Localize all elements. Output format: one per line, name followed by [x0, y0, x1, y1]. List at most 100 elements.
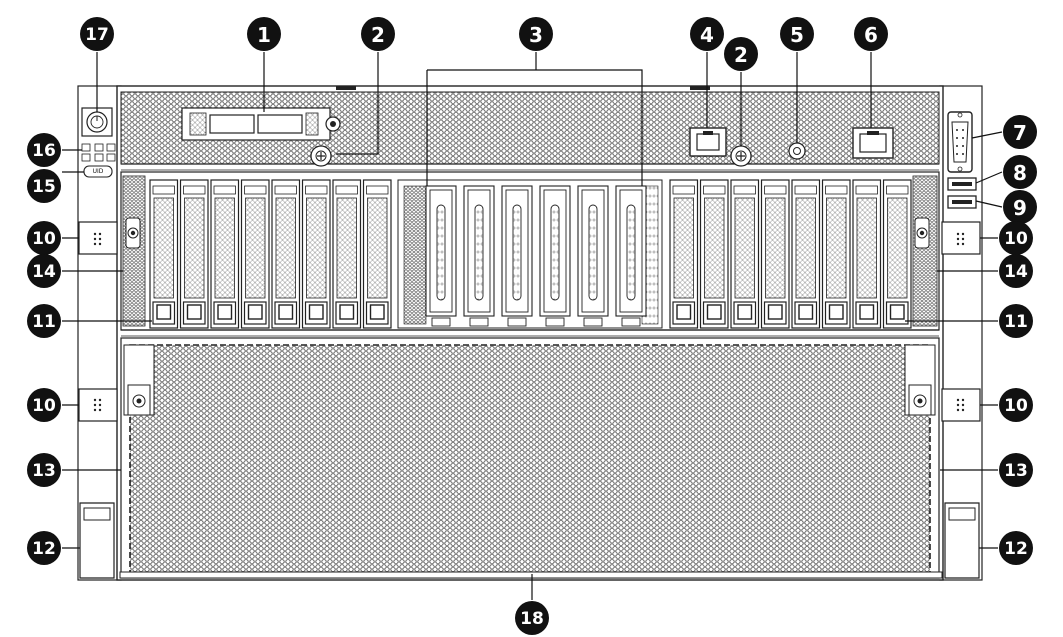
pcie-slot-1[interactable]	[425, 185, 457, 327]
callout-number: 3	[529, 23, 543, 47]
right-drive-latch-column	[912, 175, 938, 327]
drive-bay-left-5[interactable]	[271, 179, 301, 329]
pcie-slot-6[interactable]	[615, 185, 647, 327]
callout-badge-13b: 13	[999, 453, 1033, 487]
drive-bay-right-3[interactable]	[730, 179, 760, 329]
pcie-slots	[425, 185, 647, 327]
callout-number: 17	[85, 25, 109, 45]
vga-port[interactable]	[947, 111, 973, 173]
pcie-slot-4[interactable]	[539, 185, 571, 327]
callout-number: 10	[1004, 396, 1028, 416]
callout-number: 4	[700, 23, 714, 47]
callout-number: 11	[1004, 312, 1028, 332]
callout-badge-14a: 14	[27, 254, 61, 288]
callout-number: 1	[257, 23, 271, 47]
callout-number: 12	[32, 539, 56, 559]
drive-bay-right-6[interactable]	[821, 179, 851, 329]
callout-number: 10	[1004, 229, 1028, 249]
right-ear-release-tab-upper[interactable]	[941, 221, 981, 255]
drive-bay-left-3[interactable]	[210, 179, 240, 329]
callout-number: 14	[32, 262, 56, 282]
drive-bay-left-4[interactable]	[240, 179, 270, 329]
callout-badge-4: 4	[690, 17, 724, 51]
pcie-slot-2[interactable]	[463, 185, 495, 327]
network-port[interactable]	[852, 127, 894, 159]
usb-port-lower[interactable]	[947, 195, 977, 209]
callout-number: 11	[32, 312, 56, 332]
status-indicator-leds	[81, 143, 116, 162]
management-network-port[interactable]	[689, 127, 727, 157]
right-rack-handle[interactable]	[944, 502, 980, 579]
callout-number: 2	[734, 43, 748, 67]
callout-badge-15: 15	[27, 169, 61, 203]
callout-number: 16	[32, 141, 56, 161]
ocp-module	[181, 107, 341, 141]
drive-bay-left-8[interactable]	[362, 179, 392, 329]
drive-bay-right-4[interactable]	[760, 179, 790, 329]
left-rack-handle[interactable]	[79, 502, 115, 579]
callout-number: 2	[371, 23, 385, 47]
callout-badge-8: 8	[1003, 155, 1037, 189]
callout-badge-14b: 14	[999, 254, 1033, 288]
callout-badge-2a: 2	[361, 17, 395, 51]
callout-badge-10c: 10	[27, 388, 61, 422]
callout-badge-18: 18	[515, 601, 549, 635]
callout-badge-10d: 10	[999, 388, 1033, 422]
power-button[interactable]	[81, 107, 113, 137]
drive-bay-right-2[interactable]	[699, 179, 729, 329]
callout-badge-2b: 2	[724, 37, 758, 71]
callout-badge-10a: 10	[27, 221, 61, 255]
drive-bay-right-5[interactable]	[791, 179, 821, 329]
callout-badge-11b: 11	[999, 304, 1033, 338]
callout-badge-11a: 11	[27, 304, 61, 338]
callout-badge-16: 16	[27, 133, 61, 167]
callout-number: 10	[32, 396, 56, 416]
callout-badge-17: 17	[80, 17, 114, 51]
usb-port-upper[interactable]	[947, 177, 977, 191]
captive-screw-left[interactable]	[310, 145, 332, 167]
captive-screw-right[interactable]	[730, 145, 752, 167]
callout-number: 9	[1013, 196, 1027, 220]
drive-bay-right-7[interactable]	[852, 179, 882, 329]
reset-button[interactable]	[788, 142, 806, 160]
drive-bay-left-1[interactable]	[149, 179, 179, 329]
pcie-slot-5[interactable]	[577, 185, 609, 327]
callout-number: 13	[1004, 461, 1028, 481]
callout-number: 15	[32, 177, 56, 197]
callout-number: 8	[1013, 161, 1027, 185]
right-drive-bays	[669, 179, 912, 329]
left-drive-latch-column	[122, 175, 146, 327]
callout-number: 14	[1004, 262, 1028, 282]
drive-bay-right-1[interactable]	[669, 179, 699, 329]
lower-fan-mesh-panel	[119, 337, 943, 579]
callout-badge-5: 5	[780, 17, 814, 51]
drive-bay-right-8[interactable]	[882, 179, 912, 329]
right-ear-release-tab-lower[interactable]	[941, 388, 981, 422]
callout-number: 12	[1004, 539, 1028, 559]
left-ear-release-tab-upper[interactable]	[78, 221, 118, 255]
callout-badge-12a: 12	[27, 531, 61, 565]
leader-lines	[62, 52, 1003, 600]
callout-badge-9: 9	[1003, 190, 1037, 224]
lower-left-latch[interactable]	[123, 344, 155, 416]
uid-button[interactable]: UID	[83, 165, 113, 178]
lower-right-latch[interactable]	[904, 344, 936, 416]
callout-badge-3: 3	[519, 17, 553, 51]
uid-button-label: UID	[93, 168, 104, 175]
callout-badge-12b: 12	[999, 531, 1033, 565]
callout-number: 18	[520, 609, 544, 629]
callout-badge-7: 7	[1003, 115, 1037, 149]
callout-number: 10	[32, 229, 56, 249]
drive-bay-left-6[interactable]	[301, 179, 331, 329]
drive-bay-left-2[interactable]	[179, 179, 209, 329]
drive-bay-left-7[interactable]	[332, 179, 362, 329]
callout-number: 13	[32, 461, 56, 481]
callout-number: 7	[1013, 121, 1027, 145]
callout-badge-6: 6	[854, 17, 888, 51]
pcie-slot-3[interactable]	[501, 185, 533, 327]
left-ear-release-tab-lower[interactable]	[78, 388, 118, 422]
callout-badge-10b: 10	[999, 221, 1033, 255]
callout-badge-13a: 13	[27, 453, 61, 487]
